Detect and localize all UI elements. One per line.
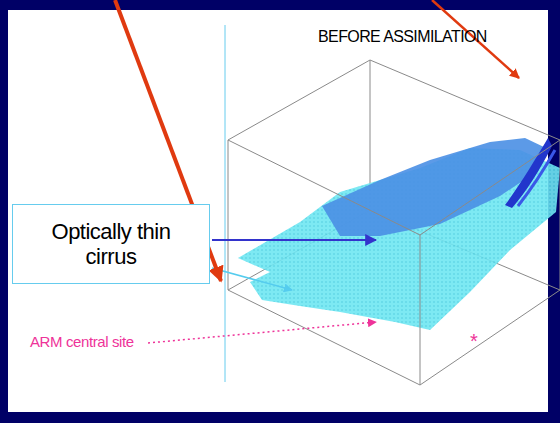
callout-text: Optically thin cirrus [31, 219, 191, 270]
callout-box: Optically thin cirrus [12, 204, 210, 284]
cirrus-layer [322, 138, 546, 236]
domain-box [228, 60, 560, 385]
guide-line [225, 25, 226, 382]
panel-title: BEFORE ASSIMILATION [318, 28, 487, 46]
leader-line [148, 322, 376, 343]
pointer-arrow [212, 239, 376, 241]
thick-cloud-streak [518, 150, 555, 206]
site-label: ARM central site [30, 333, 134, 350]
pointer-arrow [212, 268, 292, 290]
site-marker: * [470, 330, 477, 353]
